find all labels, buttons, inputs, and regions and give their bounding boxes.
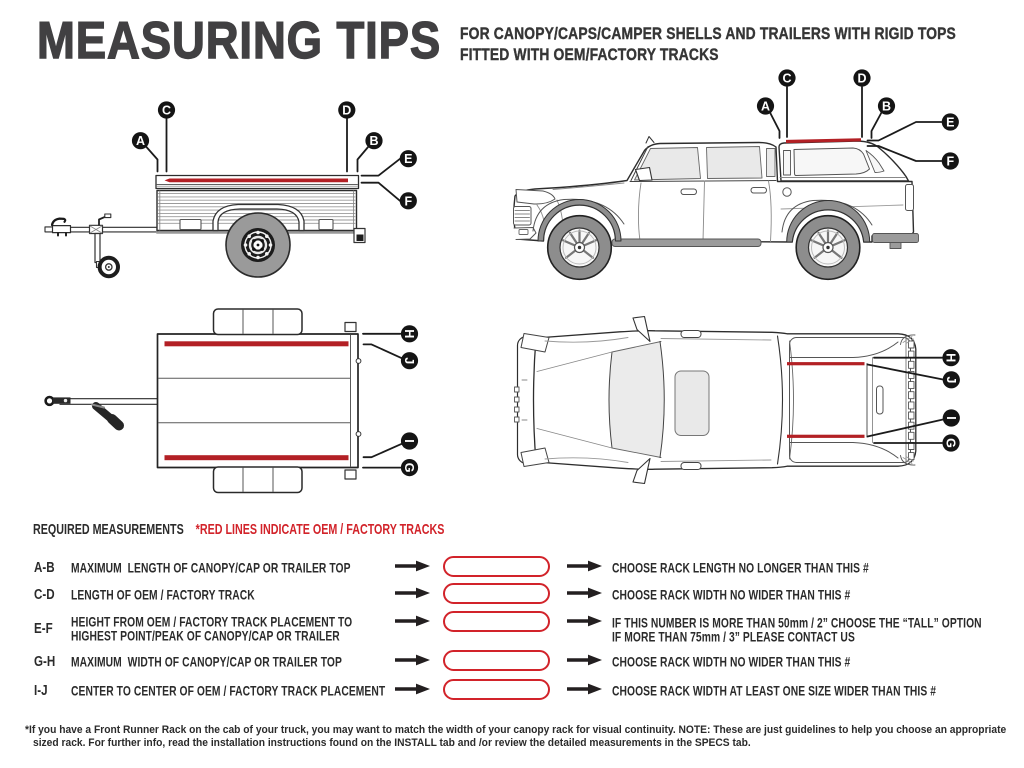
svg-text:C: C <box>162 104 171 118</box>
svg-text:J: J <box>402 357 416 364</box>
svg-text:E: E <box>946 116 954 130</box>
svg-text:D: D <box>857 72 866 86</box>
svg-text:G: G <box>944 438 958 448</box>
svg-text:I: I <box>402 439 416 442</box>
svg-text:I: I <box>944 416 958 419</box>
svg-text:C: C <box>782 72 791 86</box>
svg-text:B: B <box>369 134 378 148</box>
svg-text:J: J <box>944 376 958 383</box>
svg-text:A: A <box>136 134 145 148</box>
svg-text:H: H <box>944 353 958 362</box>
svg-text:B: B <box>882 100 891 114</box>
svg-text:H: H <box>402 329 416 338</box>
svg-text:F: F <box>946 155 954 169</box>
svg-text:D: D <box>342 104 351 118</box>
svg-text:A: A <box>761 100 770 114</box>
svg-text:F: F <box>404 194 412 208</box>
svg-text:G: G <box>402 463 416 473</box>
svg-text:E: E <box>404 152 412 166</box>
